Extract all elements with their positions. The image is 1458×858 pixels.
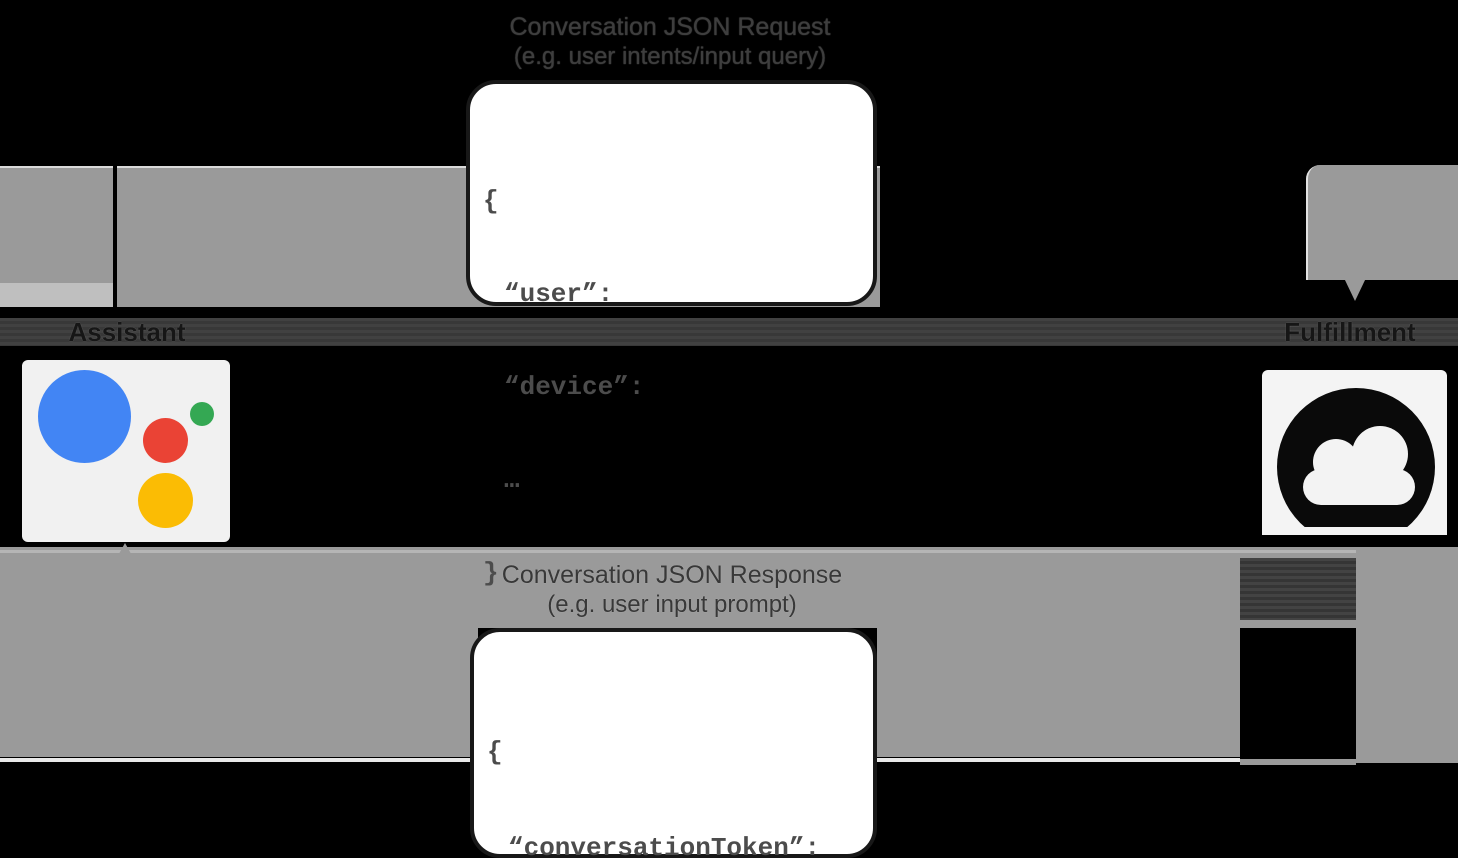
response-title-line1: Conversation JSON Response: [501, 561, 843, 589]
fulfillment-label: Fulfillment: [1284, 317, 1416, 347]
arrowhead-down-icon: [1344, 278, 1366, 301]
code-line: “user”:: [504, 279, 614, 309]
response-ribbon-left-bottom-edge: [0, 758, 478, 762]
code-line: “device”:: [504, 372, 645, 402]
assistant-green-dot: [190, 402, 214, 426]
cloud-webhook-icon: [1262, 370, 1447, 546]
code-line: {: [483, 186, 499, 216]
request-title-line2: (e.g. user intents/input query): [513, 43, 827, 70]
request-title: Conversation JSON Request (e.g. user int…: [337, 12, 1003, 71]
response-ribbon-top-band: [0, 547, 1356, 628]
response-ribbon-edge-line: [0, 550, 1356, 553]
request-ribbon-left-overlap: [0, 283, 113, 307]
arrowhead-up-icon: [115, 543, 135, 561]
code-line: “conversationToken”:: [508, 833, 821, 858]
assistant-blue-dot: [38, 370, 131, 463]
response-title-line2: (e.g. user input prompt): [547, 591, 797, 618]
assistant-label: Assistant: [68, 317, 186, 347]
assistant-yellow-dot: [138, 473, 193, 528]
code-line: }: [483, 558, 499, 588]
request-ribbon-right-segment: [1306, 165, 1458, 280]
response-ribbon-mid-bottom-edge: [877, 758, 1240, 762]
code-line: …: [504, 465, 520, 495]
response-title: Conversation JSON Response (e.g. user in…: [339, 560, 1005, 619]
request-title-line1: Conversation JSON Request: [509, 13, 831, 41]
response-ribbon-connector-line: [1240, 759, 1356, 765]
response-ribbon-right-column: [1356, 547, 1458, 763]
cloud-icon: [1262, 388, 1447, 546]
request-json-callout: { “user”: “device”: … }: [466, 80, 877, 588]
response-ribbon-left-segment: [0, 628, 478, 757]
label-band: [0, 318, 1458, 346]
request-json-code: { “user”: “device”: … }: [470, 84, 873, 651]
code-line: {: [487, 737, 503, 767]
response-ribbon-mid-segment: [877, 628, 1240, 757]
response-ribbon-corner-shade: [1240, 558, 1356, 620]
request-ribbon-left-segment: [0, 166, 113, 283]
assistant-red-dot: [143, 418, 188, 463]
response-json-callout: { “conversationToken”: “userStorage”: … …: [470, 628, 877, 858]
response-json-code: { “conversationToken”: “userStorage”: … …: [474, 632, 873, 858]
google-assistant-icon: [22, 360, 230, 542]
